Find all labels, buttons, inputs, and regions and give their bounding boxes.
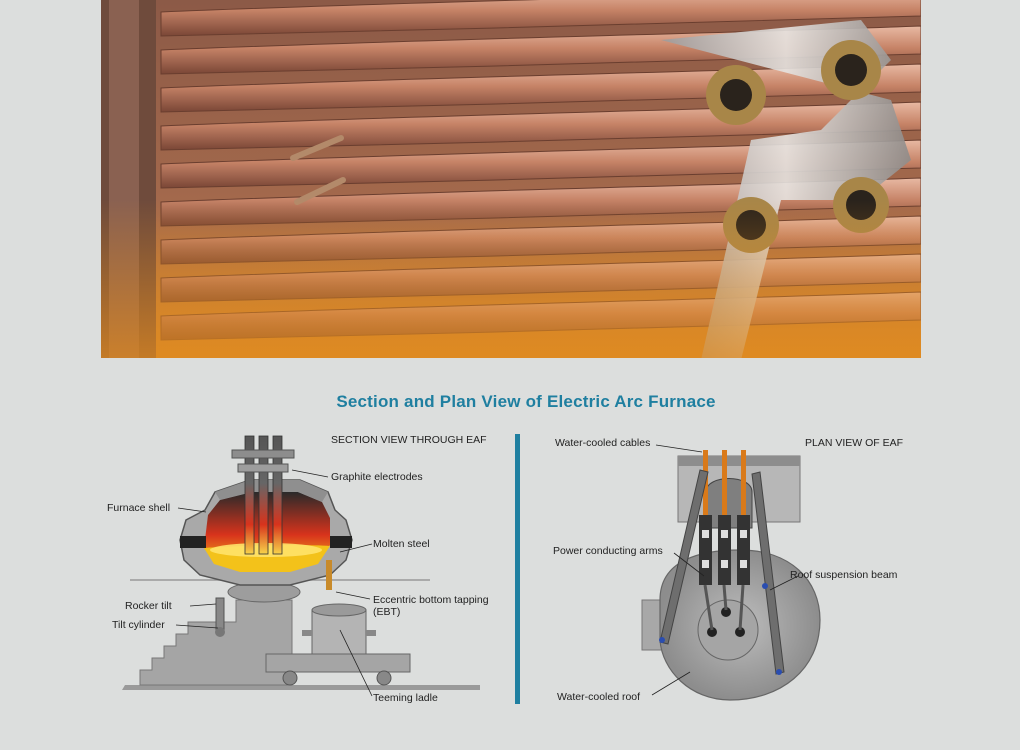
label-rocker-tilt: Rocker tilt bbox=[125, 600, 172, 612]
plan-view-heading: PLAN VIEW OF EAF bbox=[805, 437, 904, 449]
view-divider bbox=[515, 434, 520, 704]
section-view-heading: SECTION VIEW THROUGH EAF bbox=[331, 434, 487, 446]
section-view bbox=[122, 435, 480, 697]
plan-view bbox=[641, 444, 821, 701]
coil-band bbox=[160, 139, 921, 189]
label-roof-suspension-beam: Roof suspension beam bbox=[790, 569, 898, 581]
label-power-conducting-arms: Power conducting arms bbox=[553, 545, 663, 557]
label-tilt-cylinder: Tilt cylinder bbox=[112, 619, 165, 631]
label-water-cooled-roof: Water-cooled roof bbox=[557, 691, 641, 703]
diagram-title: Section and Plan View of Electric Arc Fu… bbox=[336, 392, 716, 411]
label-furnace-shell: Furnace shell bbox=[107, 502, 171, 514]
label-ebt-abbr: (EBT) bbox=[373, 606, 401, 618]
label-graphite-electrodes: Graphite electrodes bbox=[331, 471, 423, 483]
label-ebt: Eccentric bottom tapping bbox=[373, 594, 489, 606]
label-teeming-ladle: Teeming ladle bbox=[373, 692, 438, 704]
copper-coil-photo bbox=[101, 0, 921, 358]
label-molten-steel: Molten steel bbox=[373, 538, 430, 550]
coil-band bbox=[160, 0, 921, 37]
label-water-cooled-cables: Water-cooled cables bbox=[555, 437, 651, 449]
